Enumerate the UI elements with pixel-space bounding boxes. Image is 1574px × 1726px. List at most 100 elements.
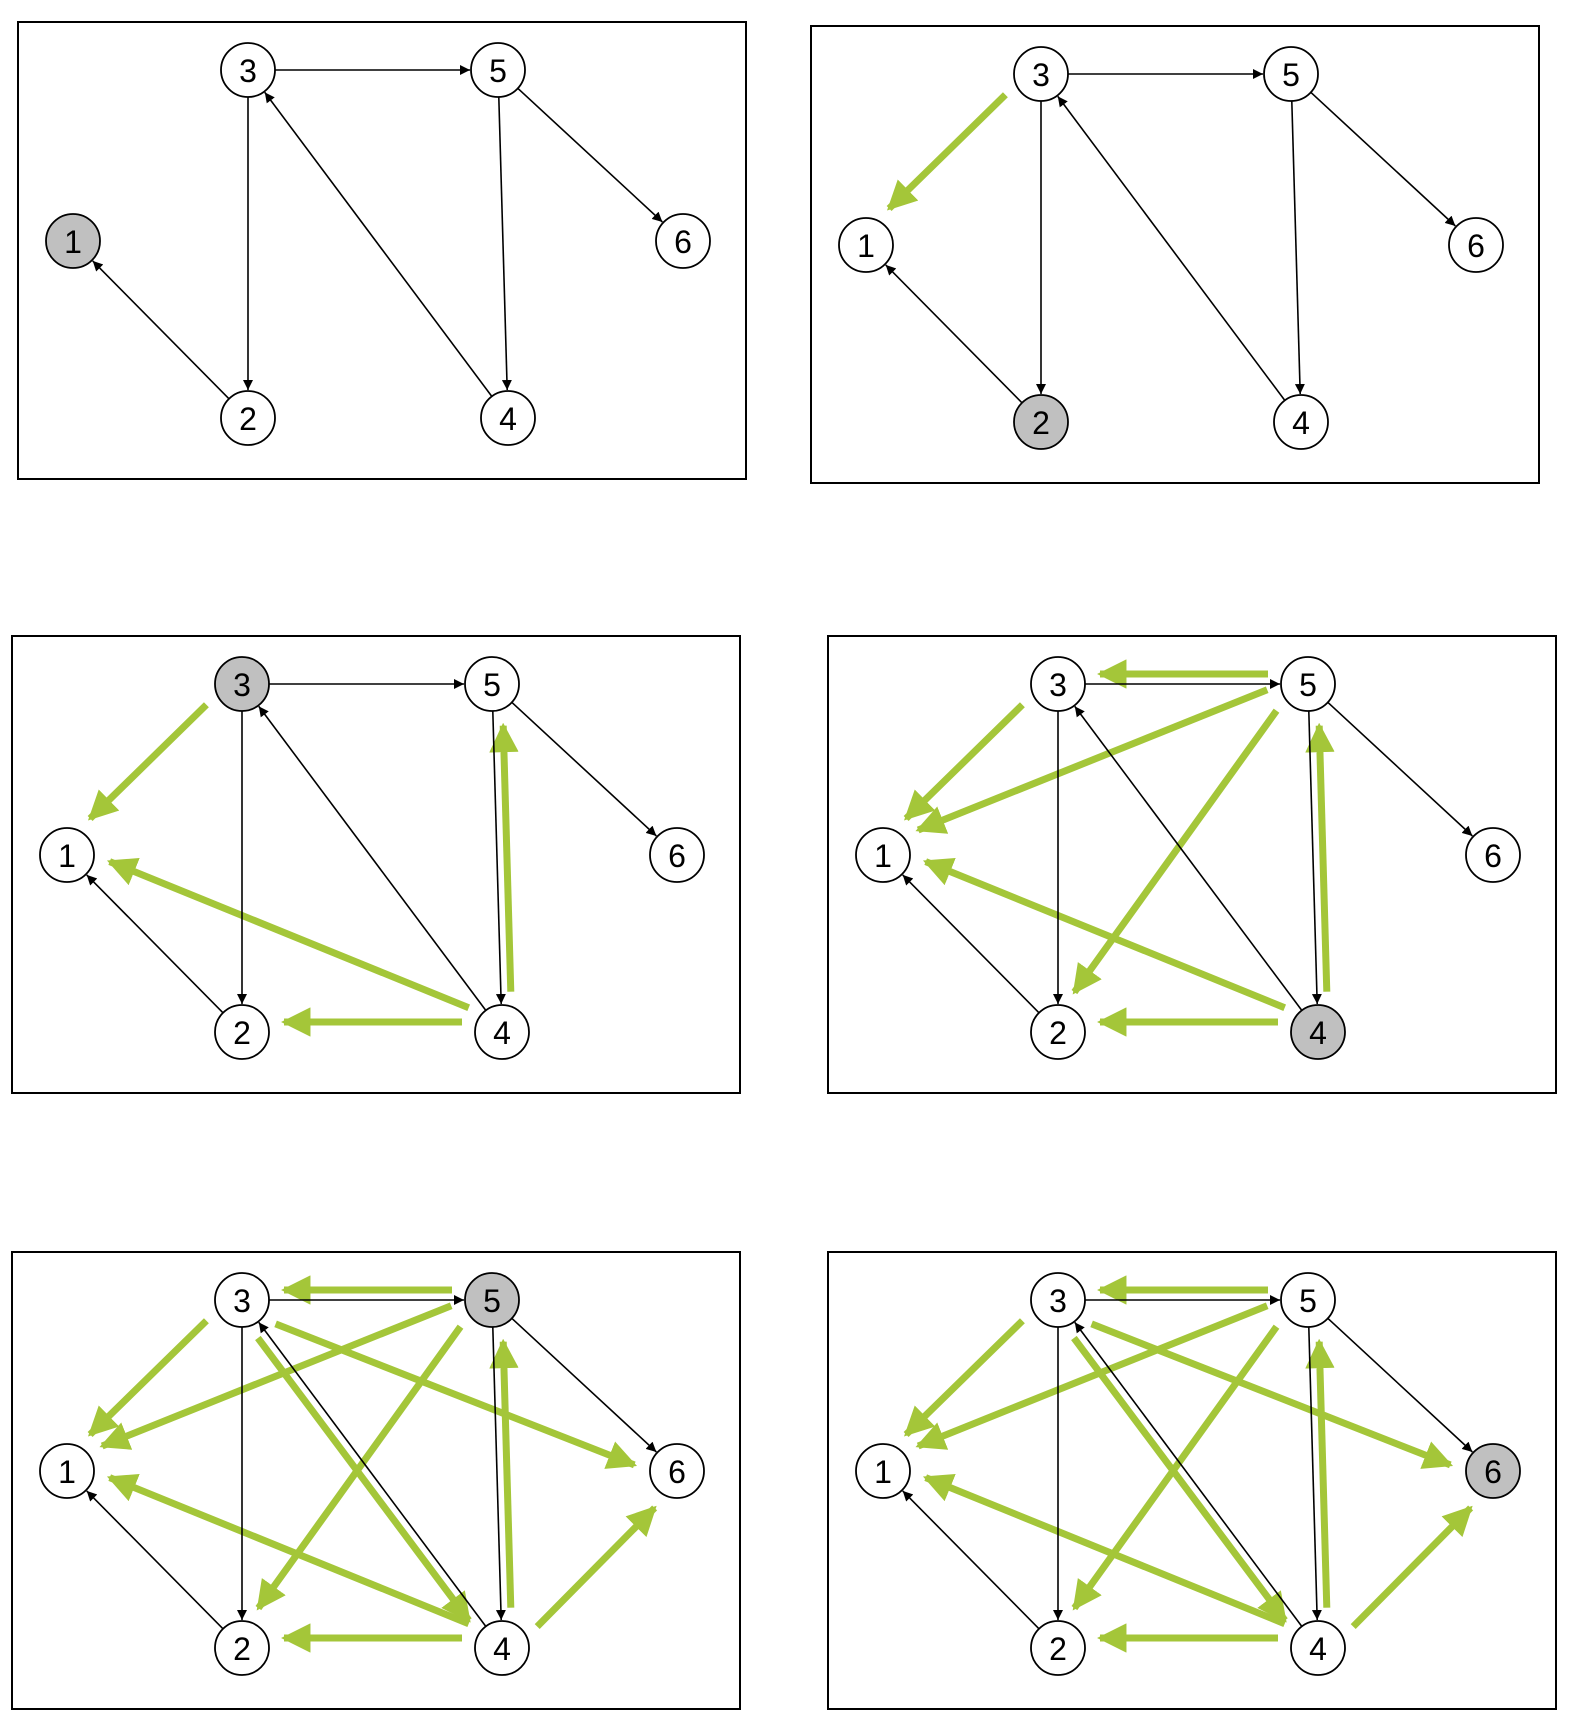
node-label: 3: [233, 1283, 251, 1319]
inferred-edge-5-to-1: [915, 686, 1269, 834]
panel-frame: [810, 25, 1540, 484]
node-1-highlighted: 1: [45, 213, 101, 269]
edge-5-to-6: [511, 1317, 657, 1453]
node-5: 5: [1263, 46, 1319, 102]
node-circle: [470, 42, 526, 98]
node-circle: [649, 1443, 705, 1499]
inferred-edge-5-to-2: [1071, 1324, 1280, 1611]
inferred-edge-5-to-2: [255, 1324, 464, 1611]
node-label: 5: [483, 1283, 501, 1319]
node-label: 5: [1282, 57, 1300, 93]
inferred-edge-5-to-1: [915, 1302, 1269, 1450]
node-label: 6: [674, 224, 692, 260]
inferred-edge-4-to-6: [534, 1505, 658, 1630]
node-circle: [474, 1620, 530, 1676]
node-circle: [1448, 217, 1504, 273]
node-5: 5: [1280, 1272, 1336, 1328]
edge-2-to-1: [902, 874, 1040, 1014]
node-label: 2: [233, 1631, 251, 1667]
node-1: 1: [39, 827, 95, 883]
node-circle: [655, 213, 711, 269]
node-circle: [214, 1620, 270, 1676]
node-circle: [214, 1272, 270, 1328]
node-circle: [464, 1272, 520, 1328]
inferred-edge-4-to-1: [922, 1473, 1287, 1627]
node-circle: [838, 217, 894, 273]
node-4: 4: [1273, 394, 1329, 450]
node-circle: [855, 827, 911, 883]
panel-frame: [827, 1251, 1557, 1710]
edge-5-to-6: [511, 701, 657, 837]
inferred-edge-5-to-2: [1071, 708, 1280, 995]
inferred-edge-3-to-1: [903, 702, 1025, 822]
node-3: 3: [214, 1272, 270, 1328]
panel-frame: [11, 635, 741, 1094]
node-circle: [1263, 46, 1319, 102]
node-label: 4: [499, 401, 517, 437]
node-6-highlighted: 6: [1465, 1443, 1521, 1499]
node-label: 2: [233, 1015, 251, 1051]
node-label: 2: [239, 401, 257, 437]
panel-frame: [17, 21, 747, 480]
node-circle: [214, 656, 270, 712]
edge-5-to-4: [1308, 1326, 1322, 1621]
edge-2-to-1: [92, 260, 230, 400]
node-4-highlighted: 4: [1290, 1004, 1346, 1060]
edge-2-to-1: [885, 264, 1023, 404]
inferred-edge-3-to-1: [886, 92, 1008, 212]
node-2: 2: [214, 1004, 270, 1060]
node-3: 3: [1013, 46, 1069, 102]
panel-frame: [827, 635, 1557, 1094]
inferred-edge-4-to-5: [489, 1338, 519, 1608]
node-label: 3: [1049, 1283, 1067, 1319]
node-6: 6: [649, 827, 705, 883]
inferred-edge-5-to-1: [99, 1302, 453, 1450]
edge-4-to-3: [258, 1321, 487, 1627]
node-label: 4: [1309, 1631, 1327, 1667]
inferred-edge-3-to-6: [1090, 1320, 1454, 1469]
edge-4-to-3: [258, 705, 487, 1011]
node-label: 4: [1309, 1015, 1327, 1051]
node-3: 3: [1030, 656, 1086, 712]
edge-4-to-3: [1057, 95, 1286, 401]
inferred-edge-3-to-1: [903, 1318, 1025, 1438]
inferred-edge-3-to-4: [1071, 1335, 1288, 1623]
node-6: 6: [1465, 827, 1521, 883]
node-5-highlighted: 5: [464, 1272, 520, 1328]
node-circle: [1290, 1004, 1346, 1060]
node-4: 4: [480, 390, 536, 446]
node-label: 6: [668, 838, 686, 874]
node-2: 2: [220, 390, 276, 446]
edge-5-to-6: [1327, 701, 1473, 837]
node-label: 1: [857, 228, 875, 264]
node-label: 3: [1032, 57, 1050, 93]
node-label: 1: [874, 1454, 892, 1490]
node-label: 1: [64, 224, 82, 260]
edge-2-to-1: [86, 1490, 224, 1630]
inferred-edge-4-to-5: [489, 722, 519, 992]
edge-4-to-3: [1074, 705, 1303, 1011]
node-circle: [464, 656, 520, 712]
inferred-edge-4-to-5: [1305, 1338, 1335, 1608]
node-2: 2: [1030, 1004, 1086, 1060]
node-circle: [1290, 1620, 1346, 1676]
node-3: 3: [1030, 1272, 1086, 1328]
node-2: 2: [214, 1620, 270, 1676]
node-circle: [1280, 656, 1336, 712]
node-circle: [1280, 1272, 1336, 1328]
node-circle: [649, 827, 705, 883]
node-5: 5: [464, 656, 520, 712]
node-label: 3: [1049, 667, 1067, 703]
node-3: 3: [220, 42, 276, 98]
node-label: 6: [1467, 228, 1485, 264]
edge-5-to-4: [492, 1326, 506, 1621]
node-4: 4: [1290, 1620, 1346, 1676]
edge-2-to-1: [86, 874, 224, 1014]
node-circle: [1465, 827, 1521, 883]
node-6: 6: [649, 1443, 705, 1499]
node-circle: [1013, 394, 1069, 450]
